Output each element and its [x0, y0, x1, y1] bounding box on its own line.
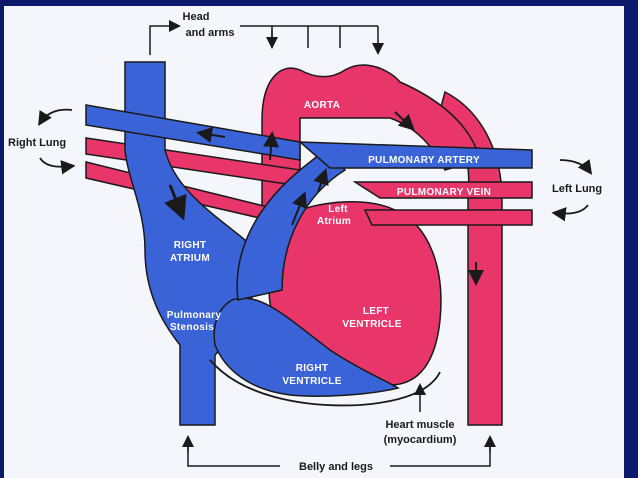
label-right-lung: Right Lung: [8, 137, 66, 149]
label-aorta: AORTA: [304, 100, 340, 111]
label-right-atrium-1: RIGHT: [174, 240, 207, 251]
label-pulmonary-stenosis-1: Pulmonary: [167, 310, 222, 321]
pulmonary-artery-left: [297, 141, 533, 169]
flow-arrow-aorta-up: [263, 131, 280, 161]
flow-arrow-trunk: [291, 191, 307, 226]
right-ventricle-shape: [213, 297, 400, 397]
label-left-atrium-2: Atrium: [317, 216, 351, 227]
flow-arrow-arch: [394, 111, 415, 131]
pulmonary-vein-upper: [352, 181, 533, 199]
label-pulmonary-stenosis-2: Stenosis: [170, 322, 214, 333]
label-left-atrium-1: Left: [328, 204, 348, 215]
frame-notch: [624, 105, 638, 111]
left-lung-arrow-in: [559, 159, 593, 175]
label-right-ventricle-1: RIGHT: [296, 363, 329, 374]
flow-arrow-right-atrium: [164, 184, 187, 221]
label-myocardium: (myocardium): [384, 434, 457, 446]
label-belly-legs: Belly and legs: [299, 461, 373, 473]
label-right-atrium-2: ATRIUM: [170, 253, 210, 264]
left-lung-arrow-out: [551, 204, 589, 222]
label-and-arms: and arms: [186, 27, 235, 39]
right-lung-arrow-out: [38, 108, 73, 127]
label-right-ventricle-2: VENTRICLE: [282, 376, 341, 387]
pulmonary-vein-lower: [363, 209, 533, 226]
label-left-ventricle-1: LEFT: [363, 306, 389, 317]
flow-arrow-pulm-artery: [196, 126, 226, 143]
label-head: Head: [183, 11, 210, 23]
label-pulmonary-vein: PULMONARY VEIN: [397, 187, 491, 198]
label-left-lung: Left Lung: [552, 183, 602, 195]
right-lung-arrow-in: [39, 157, 76, 175]
flow-arrow-pulm-trunk-2: [313, 168, 329, 193]
pulmonary-artery-right: [85, 104, 301, 161]
label-pulmonary-artery: PULMONARY ARTERY: [368, 155, 480, 166]
head-arms-connector: [149, 20, 181, 55]
label-left-ventricle-2: VENTRICLE: [342, 319, 401, 330]
label-heart-muscle: Heart muscle: [385, 419, 454, 431]
